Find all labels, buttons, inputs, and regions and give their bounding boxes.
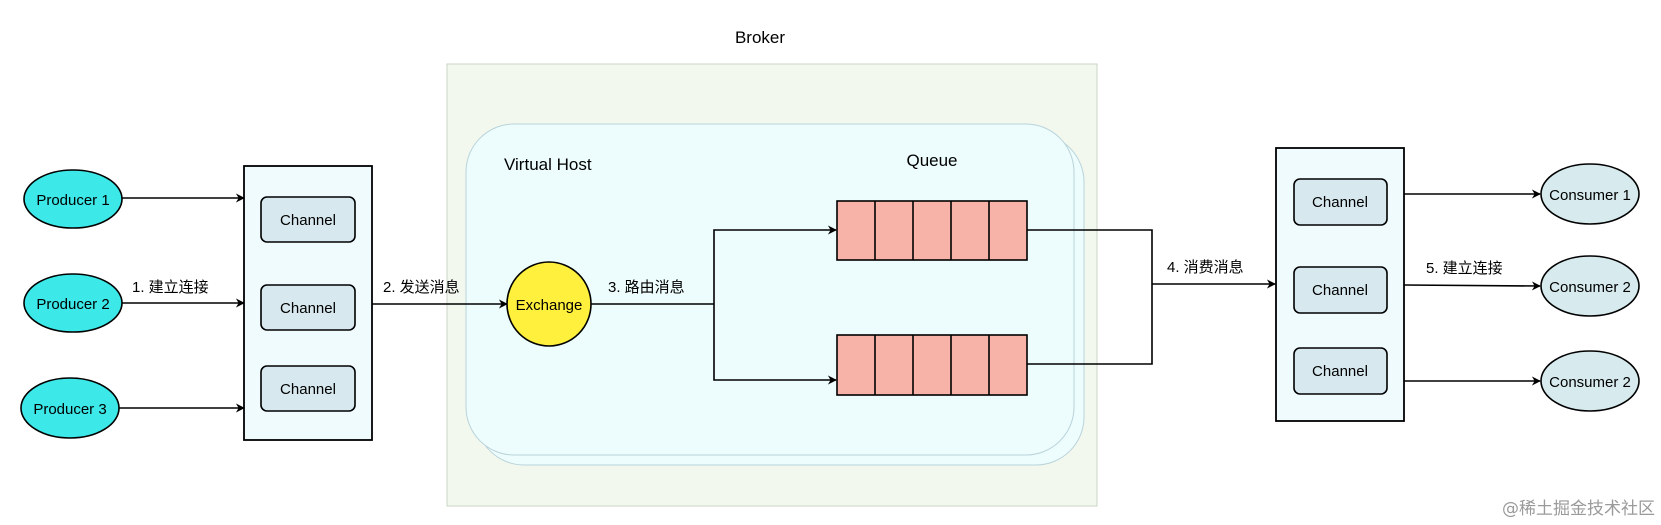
producer-channel-3-label: Channel xyxy=(280,381,336,398)
exchange-label: Exchange xyxy=(516,297,583,314)
consumer-channel-3-label: Channel xyxy=(1312,363,1368,380)
producer-2: Producer 2 xyxy=(23,273,123,333)
producer-1-label: Producer 1 xyxy=(36,192,109,209)
consumer-3: Consumer 2 xyxy=(1540,350,1640,412)
producer-channel-3: Channel xyxy=(260,365,356,412)
arrow-consumer-2 xyxy=(1403,281,1541,291)
consumer-1-label: Consumer 1 xyxy=(1549,187,1631,204)
consumer-channel-1: Channel xyxy=(1293,178,1388,226)
arrow-route-queue-2 xyxy=(713,304,837,385)
step-4-label: 4. 消费消息 xyxy=(1167,259,1244,276)
consume-line-queue-1 xyxy=(1027,229,1153,284)
consumer-channel-2-label: Channel xyxy=(1312,282,1368,299)
consumer-1: Consumer 1 xyxy=(1540,163,1640,225)
step-3-label: 3. 路由消息 xyxy=(608,279,685,296)
consumer-channel-2: Channel xyxy=(1293,266,1388,314)
broker-title: Broker xyxy=(735,28,785,47)
queue-2 xyxy=(836,334,1028,396)
consumer-2: Consumer 2 xyxy=(1540,255,1640,317)
producer-3-label: Producer 3 xyxy=(33,401,106,418)
producer-channel-2-label: Channel xyxy=(280,300,336,317)
virtual-host-title: Virtual Host xyxy=(504,155,592,174)
step-2-label: 2. 发送消息 xyxy=(383,279,460,296)
watermark: @稀土掘金技术社区 xyxy=(1502,499,1655,519)
producer-1: Producer 1 xyxy=(23,169,123,229)
producer-channel-1-label: Channel xyxy=(280,212,336,229)
consumer-channel-1-label: Channel xyxy=(1312,194,1368,211)
producer-channel-1: Channel xyxy=(260,196,356,243)
queue-title: Queue xyxy=(906,151,957,170)
step-5-label: 5. 建立连接 xyxy=(1426,260,1503,277)
producer-channel-2: Channel xyxy=(260,284,356,331)
queue-1 xyxy=(836,200,1028,261)
producer-3: Producer 3 xyxy=(20,377,120,439)
consumer-3-label: Consumer 2 xyxy=(1549,374,1631,391)
consume-line-queue-2 xyxy=(1027,284,1153,365)
consumer-2-label: Consumer 2 xyxy=(1549,279,1631,296)
arrow-route-queue-1 xyxy=(713,225,837,304)
step-1-label: 1. 建立连接 xyxy=(132,279,209,296)
exchange: Exchange xyxy=(506,261,592,347)
consumer-channel-3: Channel xyxy=(1293,347,1388,395)
producer-2-label: Producer 2 xyxy=(36,296,109,313)
